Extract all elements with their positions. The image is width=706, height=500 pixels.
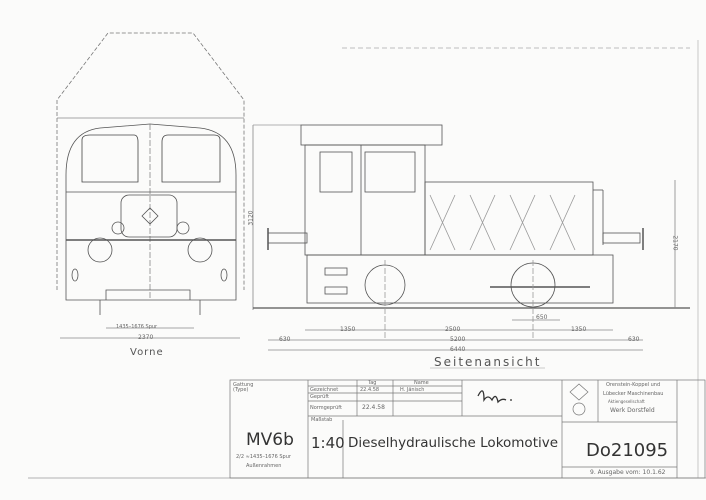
gauge-dimension: 1435–1676 Spur	[116, 324, 158, 330]
company-line: Aktiengesellschaft	[608, 399, 645, 404]
signature	[477, 390, 512, 404]
edition: 9. Ausgabe vom: 10.1.62	[590, 469, 666, 476]
company-line: Orenstein-Koppel und	[606, 382, 661, 388]
col-name: Name	[414, 380, 429, 386]
scale-value: 1:40	[311, 434, 345, 452]
scale-label: Maßstab	[311, 417, 333, 423]
frame-type: Außenrahmen	[246, 463, 282, 469]
company-line: Lübecker Maschinenbau	[603, 391, 664, 397]
row-label: Geprüft	[310, 394, 329, 400]
height-left-dimension: 3120	[247, 210, 255, 226]
right-overhang-dimension: 1350	[571, 326, 587, 333]
type-name: MV6b	[246, 430, 294, 450]
drawing-number: Do21095	[586, 440, 669, 461]
company-logo-icon	[569, 383, 589, 401]
offset-dimension: 650	[536, 314, 548, 321]
row-tag: 22.4.58	[362, 404, 385, 411]
buffer-right-dimension: 630	[628, 336, 640, 343]
side-view-label: Seitenansicht	[434, 355, 542, 369]
company-line: Werk Dorstfeld	[610, 407, 655, 414]
front-view	[56, 32, 245, 339]
col-tag: Tag	[368, 380, 377, 386]
type-label: Gattung (Type)	[233, 382, 254, 393]
buffer-left-dimension: 630	[279, 336, 291, 343]
front-view-label: Vorne	[130, 347, 164, 358]
row-label: Gezeichnet	[310, 387, 339, 393]
side-view	[252, 47, 690, 369]
row-label: Normgeprüft	[310, 405, 342, 411]
drawing-title: Dieselhydraulische Lokomotive	[348, 435, 559, 451]
width-dimension: 2370	[138, 334, 154, 341]
left-overhang-dimension: 1350	[340, 326, 356, 333]
total-length-dimension: 6440	[450, 346, 466, 353]
frame-length-dimension: 5200	[450, 336, 466, 343]
wheelbase-dimension: 2500	[445, 326, 461, 333]
row-tag: 22.4.58	[360, 387, 380, 393]
height-right-dimension: 2170	[671, 235, 679, 251]
row-name: H. Jänisch	[400, 387, 425, 393]
logo-diamond-icon	[141, 207, 159, 225]
type-detail: 2/2 ≈1435–1676 Spur	[236, 454, 291, 460]
title-block-grid	[229, 379, 706, 479]
